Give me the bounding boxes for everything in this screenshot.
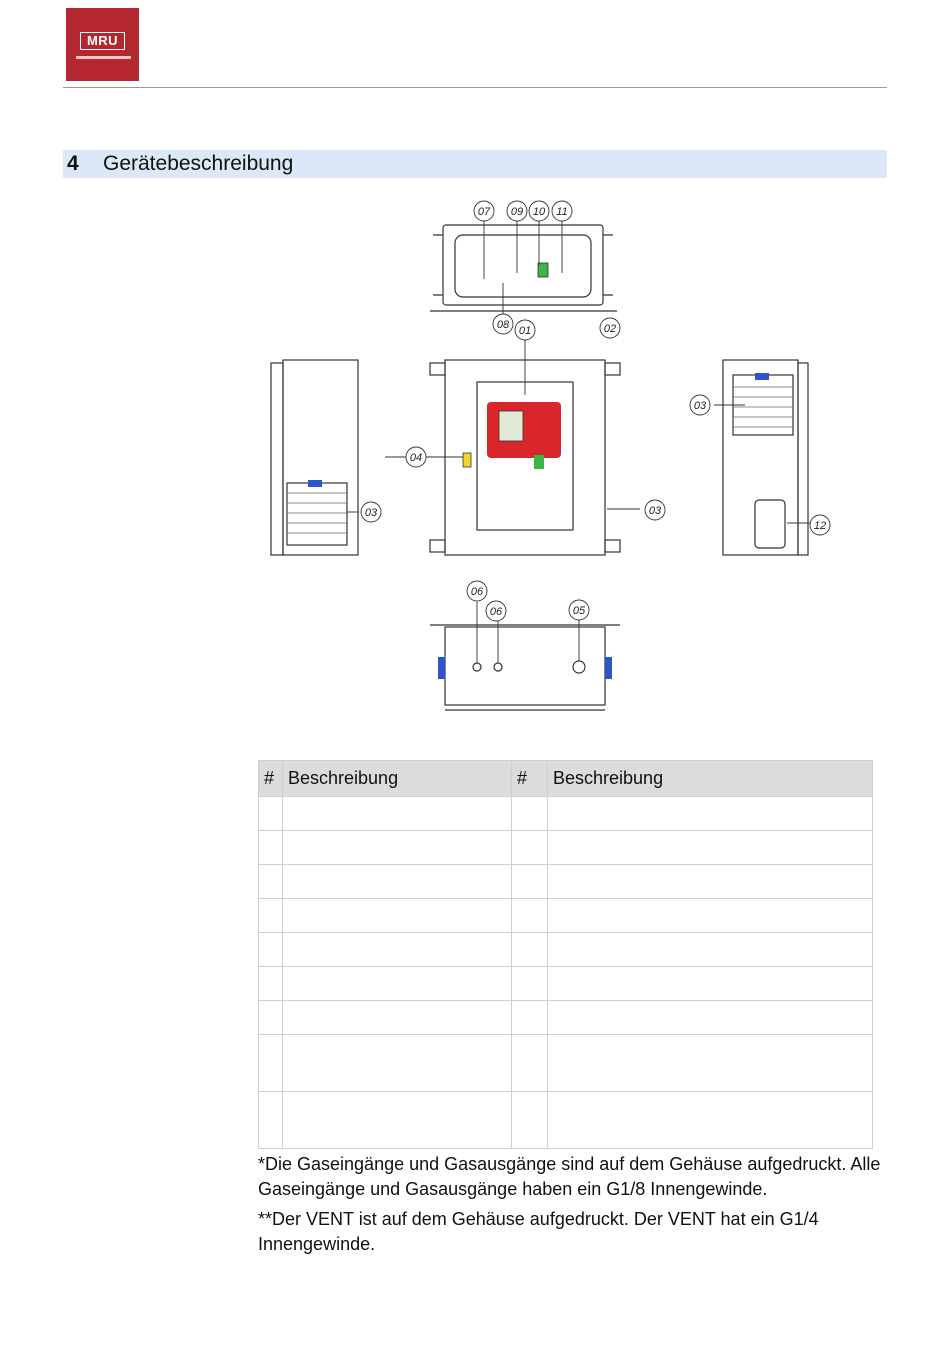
table-cell <box>258 932 283 967</box>
callout-09: 09 <box>511 206 523 218</box>
section-title: Gerätebeschreibung <box>103 152 294 175</box>
callout-12: 12 <box>814 520 826 532</box>
table-cell <box>547 830 873 865</box>
callout-06-b: 06 <box>490 606 503 618</box>
top-view-housing <box>442 224 604 306</box>
table-row <box>258 1034 873 1092</box>
table-cell <box>547 1000 873 1035</box>
table-row <box>258 864 873 899</box>
header-description-2: Beschreibung <box>547 760 873 797</box>
table-cell <box>547 796 873 831</box>
description-table: # Beschreibung # Beschreibung <box>258 760 873 1149</box>
table-row <box>258 830 873 865</box>
table-cell <box>511 1034 548 1092</box>
table-cell <box>282 966 512 1001</box>
callout-04: 04 <box>410 452 422 464</box>
logo-text: MRU <box>80 32 125 50</box>
table-cell <box>547 1091 873 1149</box>
table-cell <box>511 796 548 831</box>
callout-11: 11 <box>556 206 567 218</box>
callout-01: 01 <box>519 325 531 337</box>
table-cell <box>511 830 548 865</box>
table-cell <box>282 830 512 865</box>
header-number-2: # <box>511 760 548 797</box>
table-cell <box>511 932 548 967</box>
right-side-housing <box>722 359 799 556</box>
table-row <box>258 932 873 967</box>
table-cell <box>282 1034 512 1092</box>
table-cell <box>282 1091 512 1149</box>
table-cell <box>547 898 873 933</box>
table-cell <box>547 1034 873 1092</box>
callout-07: 07 <box>478 206 491 218</box>
callout-03-right-grill: 03 <box>694 400 707 412</box>
callout-03-left-grill: 03 <box>365 507 378 519</box>
table-cell <box>258 864 283 899</box>
footnote-vent: **Der VENT ist auf dem Gehäuse aufgedruc… <box>258 1209 819 1254</box>
callout-05: 05 <box>573 605 586 617</box>
control-panel <box>487 402 561 458</box>
section-heading: 4 Gerätebeschreibung <box>63 150 887 178</box>
table-row <box>258 1000 873 1035</box>
callout-08: 08 <box>497 319 510 331</box>
table-cell <box>511 864 548 899</box>
section-number: 4 <box>67 152 79 175</box>
callout-02: 02 <box>604 323 616 335</box>
callout-03-front: 03 <box>649 505 662 517</box>
table-header-row: # Beschreibung # Beschreibung <box>258 760 873 797</box>
table-cell <box>258 898 283 933</box>
table-cell <box>282 864 512 899</box>
table-cell <box>282 1000 512 1035</box>
table-cell <box>511 1000 548 1035</box>
table-cell <box>511 1091 548 1149</box>
table-cell <box>258 966 283 1001</box>
callout-06-a: 06 <box>471 586 484 598</box>
callout-10: 10 <box>533 206 546 218</box>
table-cell <box>258 1000 283 1035</box>
bottom-view-housing <box>444 626 606 706</box>
table-cell <box>547 932 873 967</box>
table-cell <box>282 898 512 933</box>
table-cell <box>258 1091 283 1149</box>
table-cell <box>547 966 873 1001</box>
table-cell <box>258 830 283 865</box>
table-row <box>258 966 873 1001</box>
table-cell <box>511 898 548 933</box>
header-number-1: # <box>258 760 283 797</box>
footnote-gas-ports: *Die Gaseingänge und Gasausgänge sind au… <box>258 1154 881 1199</box>
table-row <box>258 1091 873 1149</box>
table-cell <box>282 932 512 967</box>
table-cell <box>511 966 548 1001</box>
device-drawing: 07 09 10 11 08 01 02 03 04 03 03 12 06 0… <box>270 200 831 711</box>
logo-stripe <box>76 56 131 59</box>
table-cell <box>547 864 873 899</box>
table-cell <box>282 796 512 831</box>
table-row <box>258 898 873 933</box>
table-cell <box>258 796 283 831</box>
table-cell <box>258 1034 283 1092</box>
header-description-1: Beschreibung <box>282 760 512 797</box>
header-divider <box>63 87 887 88</box>
company-logo: MRU <box>66 8 139 81</box>
table-row <box>258 796 873 831</box>
